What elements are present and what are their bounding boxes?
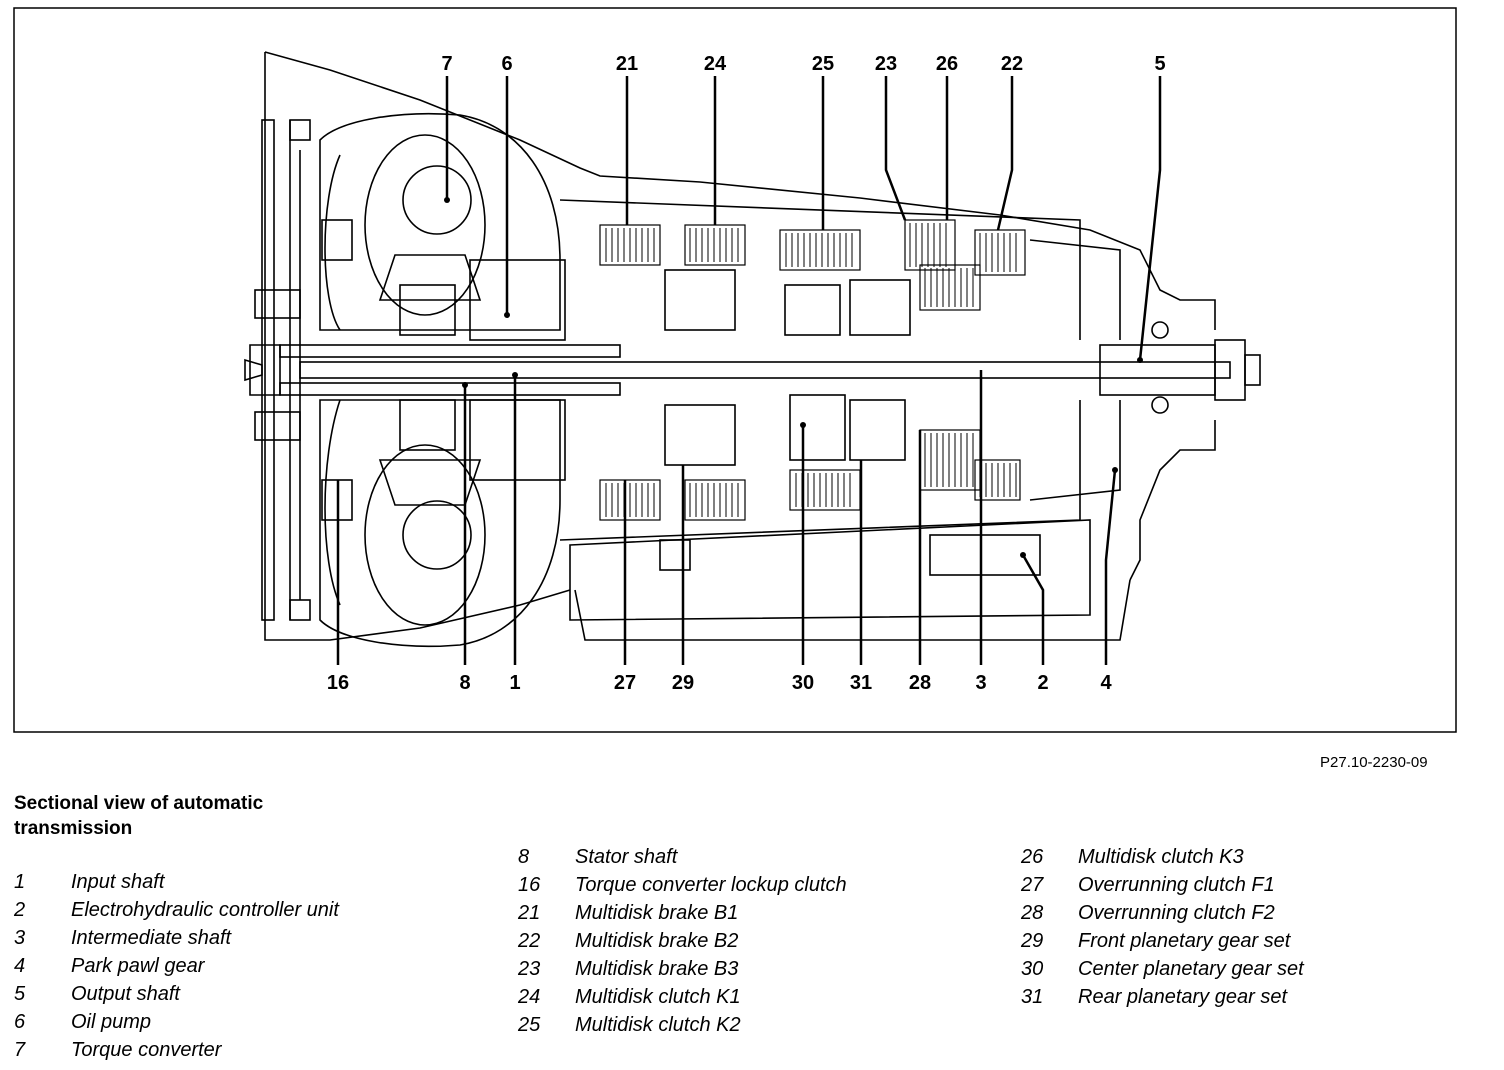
legend-item-label: Park pawl gear bbox=[71, 955, 205, 977]
legend-item-number: 24 bbox=[518, 986, 541, 1008]
legend-item-number: 2 bbox=[14, 899, 26, 921]
legend-item-label: Intermediate shaft bbox=[71, 927, 232, 949]
leader-dots bbox=[444, 197, 1143, 558]
legend-item-number: 1 bbox=[14, 871, 26, 893]
callout-label: 24 bbox=[704, 53, 727, 75]
legend-item-number: 23 bbox=[518, 958, 541, 980]
callout-label: 16 bbox=[327, 672, 349, 694]
callout-label: 31 bbox=[850, 672, 872, 694]
legend-item-label: Torque converter lockup clutch bbox=[575, 874, 847, 896]
legend-item-label: Rear planetary gear set bbox=[1078, 986, 1288, 1008]
leader-lines bbox=[336, 76, 1162, 665]
callout-label: 25 bbox=[812, 53, 834, 75]
legend-item-label: Front planetary gear set bbox=[1078, 930, 1291, 952]
callout-label: 6 bbox=[501, 53, 512, 75]
callout-label: 27 bbox=[614, 672, 636, 694]
figure-frame bbox=[13, 7, 1457, 733]
legend-item-number: 25 bbox=[518, 1014, 541, 1036]
legend-item-label: Oil pump bbox=[71, 1011, 152, 1033]
legend-item-label: Multidisk brake B1 bbox=[575, 902, 739, 924]
transmission-figure: 7 6 21 24 25 23 26 22 5 16 8 1 27 29 30 … bbox=[13, 7, 1457, 733]
callout-label: 22 bbox=[1001, 53, 1023, 75]
callout-label: 3 bbox=[975, 672, 986, 694]
legend-item-label: Overrunning clutch F2 bbox=[1078, 902, 1275, 924]
callout-label: 2 bbox=[1037, 672, 1048, 694]
legend-item-number: 4 bbox=[14, 955, 26, 977]
callouts-top: 7 6 21 24 25 23 26 22 5 bbox=[441, 53, 1165, 75]
callout-label: 21 bbox=[616, 53, 638, 75]
legend-item-number: 7 bbox=[14, 1039, 26, 1061]
legend-item-label: Input shaft bbox=[71, 871, 165, 893]
legend-item-label: Multidisk brake B3 bbox=[575, 958, 739, 980]
legend-item-number: 26 bbox=[1021, 846, 1044, 868]
legend-item-number: 29 bbox=[1021, 930, 1044, 952]
callout-label: 7 bbox=[441, 53, 452, 75]
callout-label: 4 bbox=[1100, 672, 1112, 694]
callout-label: 28 bbox=[909, 672, 931, 694]
legend-item-number: 16 bbox=[518, 874, 541, 896]
page-title: Sectional view of automatic transmission bbox=[14, 793, 264, 839]
legend-item-number: 8 bbox=[518, 846, 530, 868]
legend-item-label: Multidisk clutch K3 bbox=[1078, 846, 1244, 868]
legend-item-label: Overrunning clutch F1 bbox=[1078, 874, 1275, 896]
callout-label: 5 bbox=[1154, 53, 1165, 75]
transmission-diagram: 7 6 21 24 25 23 26 22 5 16 8 1 27 29 30 … bbox=[13, 7, 1457, 733]
legend-item-number: 22 bbox=[518, 930, 541, 952]
figure-reference-code: P27.10-2230-09 bbox=[1320, 754, 1428, 771]
legend-item-number: 27 bbox=[1021, 874, 1044, 896]
legend-item-label: Electrohydraulic controller unit bbox=[71, 899, 339, 921]
legend-item-label: Output shaft bbox=[71, 983, 180, 1005]
legend-item-label: Stator shaft bbox=[575, 846, 678, 868]
callout-label: 8 bbox=[459, 672, 470, 694]
legend-item-label: Center planetary gear set bbox=[1078, 958, 1304, 980]
legend-item-number: 21 bbox=[518, 902, 541, 924]
callouts-bottom: 16 8 1 27 29 30 31 28 3 2 4 bbox=[327, 672, 1113, 694]
legend-item-number: 30 bbox=[1021, 958, 1044, 980]
legend-item-number: 28 bbox=[1021, 902, 1044, 924]
legend-item-label: Multidisk clutch K1 bbox=[575, 986, 741, 1008]
callout-label: 29 bbox=[672, 672, 694, 694]
legend-item-label: Torque converter bbox=[71, 1039, 222, 1061]
transmission-cross-section bbox=[244, 51, 1261, 648]
callout-label: 26 bbox=[936, 53, 958, 75]
legend-item-number: 6 bbox=[14, 1011, 26, 1033]
legend-item-number: 31 bbox=[1021, 986, 1044, 1008]
callout-label: 1 bbox=[509, 672, 520, 694]
legend-item-label: Multidisk brake B2 bbox=[575, 930, 739, 952]
legend-item-number: 3 bbox=[14, 927, 26, 949]
callout-label: 23 bbox=[875, 53, 897, 75]
legend-item-number: 5 bbox=[14, 983, 26, 1005]
legend-item-label: Multidisk clutch K2 bbox=[575, 1014, 741, 1036]
callout-label: 30 bbox=[792, 672, 814, 694]
